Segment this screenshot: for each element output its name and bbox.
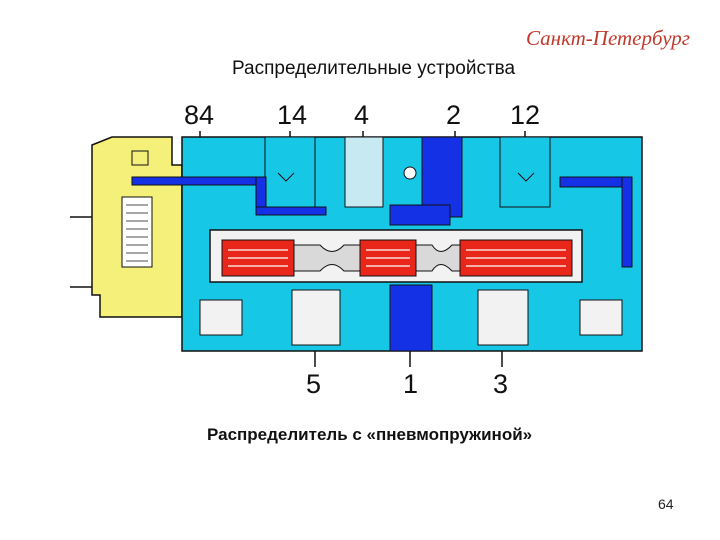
port-label-84: 84 [184, 100, 215, 130]
valve-cross-section [70, 131, 643, 367]
port-label-14: 14 [277, 100, 308, 130]
page-number: 64 [658, 496, 674, 512]
port-label-2: 2 [446, 100, 462, 130]
port-label-12: 12 [510, 100, 541, 130]
port-label-3: 3 [493, 369, 509, 399]
port-label-1: 1 [403, 369, 419, 399]
pressure-passages [131, 136, 633, 352]
diagram-caption: Распределитель с «пневмопружиной» [207, 425, 533, 444]
port-label-5: 5 [306, 369, 322, 399]
port-label-4: 4 [354, 100, 370, 130]
spool-assembly [221, 239, 573, 277]
solenoid-housing [70, 136, 183, 318]
city-name: Санкт-Петербург [526, 26, 690, 50]
valve-diagram: 84 14 4 2 12 5 1 3 [60, 95, 660, 400]
slide-title: Распределительные устройства [232, 58, 516, 79]
